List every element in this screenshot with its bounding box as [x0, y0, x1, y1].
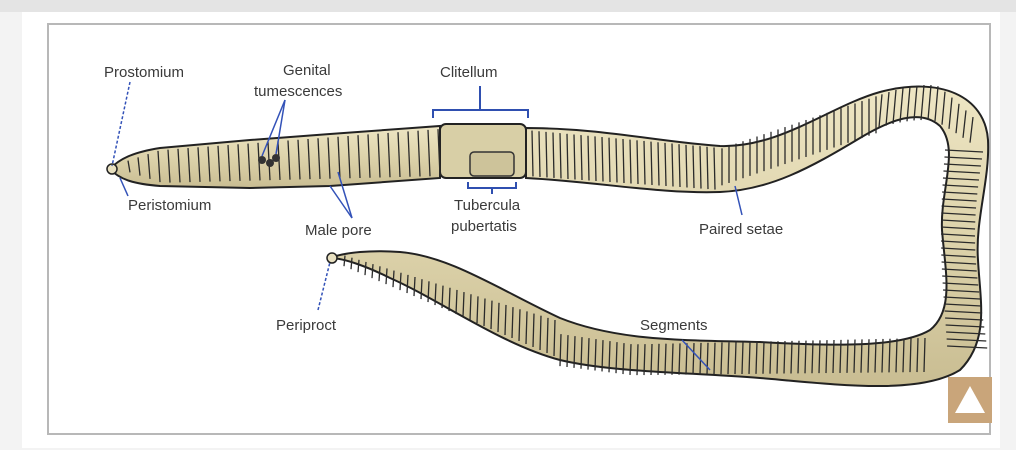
label-segments: Segments — [640, 317, 708, 334]
tubercula-bracket — [468, 182, 516, 194]
leader-male-pore-2 — [330, 186, 352, 218]
leader-prostomium — [112, 82, 130, 166]
leader-periproct — [318, 262, 330, 310]
clitellum-bracket — [433, 86, 528, 118]
label-genital-line1: Genital — [283, 62, 331, 79]
label-tubercula-line2: pubertatis — [451, 218, 517, 235]
label-genital-line2: tumescences — [254, 83, 342, 100]
scroll-to-top-button[interactable] — [948, 377, 992, 423]
label-male-pore: Male pore — [305, 222, 372, 239]
label-prostomium: Prostomium — [104, 64, 184, 81]
label-paired-setae: Paired setae — [699, 221, 783, 238]
label-peristomium: Peristomium — [128, 197, 211, 214]
label-periproct: Periproct — [276, 317, 337, 334]
tubercula-pubertatis — [470, 152, 514, 176]
periproct-tip — [327, 253, 337, 263]
label-tubercula-line1: Tubercula — [454, 197, 521, 214]
up-triangle-icon — [948, 377, 992, 423]
label-clitellum: Clitellum — [440, 64, 498, 81]
